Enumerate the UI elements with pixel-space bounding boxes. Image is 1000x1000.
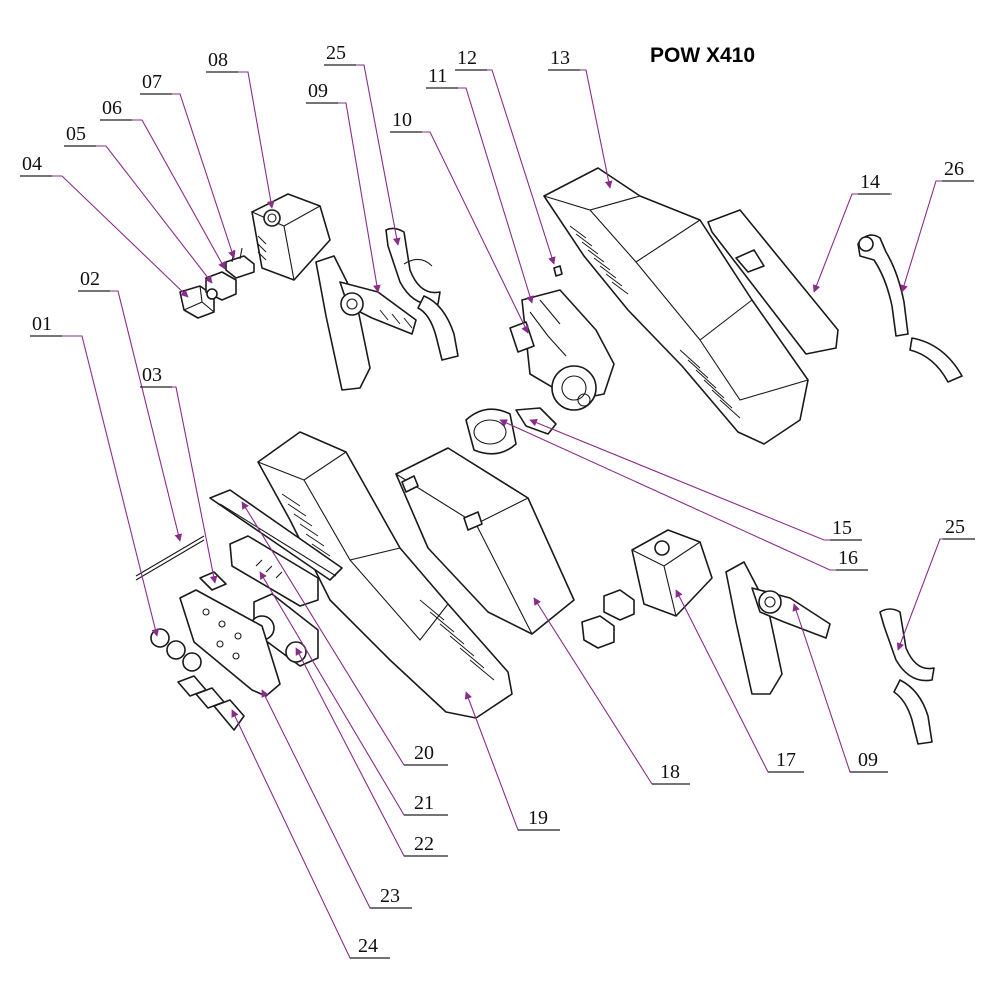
clamp-box-lower-part	[631, 529, 713, 617]
compressor-part	[509, 265, 615, 411]
callout-06: 06	[102, 97, 122, 119]
callout-14: 14	[860, 171, 880, 193]
callout-15: 15	[832, 517, 852, 539]
callout-01: 01	[32, 313, 52, 335]
clamp-lower-part	[725, 561, 831, 695]
callout-22: 22	[414, 833, 434, 855]
callout-07: 07	[142, 71, 162, 93]
fan-part	[465, 407, 557, 455]
terminal-parts-lower	[581, 589, 635, 649]
callout-26: 26	[944, 158, 964, 180]
terminal-knobs-part	[150, 628, 245, 731]
callout-09-upper: 09	[308, 80, 328, 102]
callout-04: 04	[22, 153, 42, 175]
callout-21: 21	[414, 792, 434, 814]
callout-03: 03	[142, 364, 162, 386]
clamp-upper-part	[315, 255, 417, 391]
lower-housing-part	[257, 431, 513, 719]
callout-08: 08	[208, 49, 228, 71]
callout-24: 24	[358, 935, 378, 957]
hose-lower-part	[879, 608, 935, 745]
callout-11: 11	[428, 65, 447, 87]
terminal-parts-upper	[205, 247, 255, 301]
callout-25-lower: 25	[945, 516, 965, 538]
cover-plate-part	[707, 209, 839, 355]
front-panel-part	[179, 589, 281, 697]
callout-23: 23	[380, 885, 400, 907]
clamp-box-upper-part	[251, 193, 331, 281]
rod-part	[135, 535, 205, 581]
callout-10: 10	[392, 109, 412, 131]
callout-labels: 01 02 03 04 05 06 07 08 09 25 10 11 12 1…	[20, 42, 975, 959]
hose-upper-part	[385, 227, 459, 361]
pcb-part	[229, 535, 319, 607]
callout-19: 19	[528, 807, 548, 829]
callout-09-lower: 09	[858, 749, 878, 771]
callout-18: 18	[660, 761, 680, 783]
upper-housing-part	[543, 167, 809, 445]
callout-25-upper: 25	[326, 42, 346, 64]
callout-20: 20	[414, 742, 434, 764]
callout-12: 12	[457, 47, 477, 69]
air-hose-part	[857, 234, 963, 383]
rail-part	[209, 489, 343, 581]
battery-part	[395, 447, 575, 635]
callout-13: 13	[550, 47, 570, 69]
diagram-title: POW X410	[650, 44, 755, 67]
callout-05: 05	[66, 123, 86, 145]
callout-17: 17	[776, 749, 796, 771]
callout-02: 02	[80, 268, 100, 290]
callout-16: 16	[838, 547, 858, 569]
